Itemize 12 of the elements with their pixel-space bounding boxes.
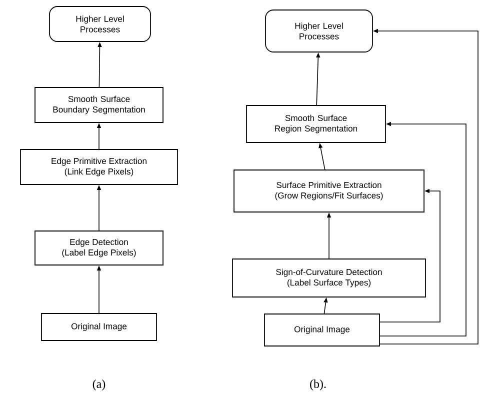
panel-label: (a) — [92, 380, 106, 390]
process-box: Edge Primitive Extraction (Link Edge Pixels) — [20, 149, 178, 185]
rounded-box: Higher Level Processes — [265, 10, 373, 52]
process-box: Smooth Surface Region Segmentation — [246, 105, 386, 143]
panel-label: (b). — [310, 380, 326, 390]
process-box: Surface Primitive Extraction (Grow Regions/Fit Surfaces) — [234, 170, 424, 212]
process-box: Sign-of-Curvature Detection (Label Surface Types) — [232, 258, 426, 298]
process-box: Original Image — [264, 314, 380, 346]
rounded-box: Higher Level Processes — [49, 6, 151, 42]
process-box: Original Image — [41, 313, 157, 341]
process-box: Edge Detection (Label Edge Pixels) — [34, 230, 164, 266]
process-box: Smooth Surface Boundary Segmentation — [34, 87, 164, 123]
